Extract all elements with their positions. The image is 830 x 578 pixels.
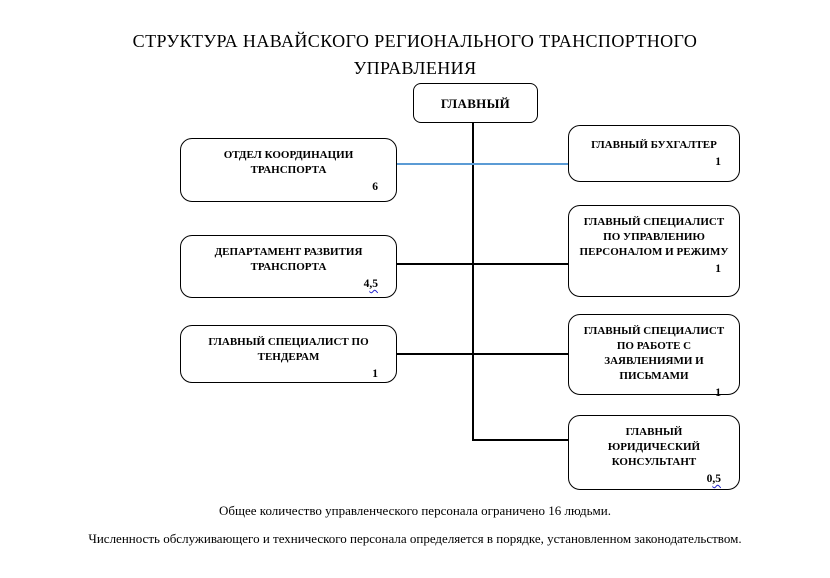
org-box-root-label: ГЛАВНЫЙ: [440, 95, 511, 111]
org-box-left-development: ДЕПАРТАМЕНТ РАЗВИТИЯ ТРАНСПОРТА 4,5: [180, 235, 397, 298]
count-value: 1: [715, 156, 721, 168]
org-box-right-legal: ГЛАВНЫЙ ЮРИДИЧЕСКИЙ КОНСУЛЬТАНТ 0,5: [568, 415, 740, 490]
count-value: 6: [372, 181, 378, 193]
count-value: 4: [363, 278, 370, 290]
org-box-right-applications: ГЛАВНЫЙ СПЕЦИАЛИСТ ПО РАБОТЕ С ЗАЯВЛЕНИЯ…: [568, 314, 740, 399]
org-box-label: ГЛАВНЫЙ ЮРИДИЧЕСКИЙ КОНСУЛЬТАНТ: [607, 426, 701, 468]
org-box-left-coordination: ОТДЕЛ КООРДИНАЦИИ ТРАНСПОРТА 6: [180, 138, 397, 202]
org-box-count: 6: [181, 180, 396, 195]
page-title: СТРУКТУРА НАВАЙСКОГО РЕГИОНАЛЬНОГО ТРАНС…: [0, 28, 830, 82]
org-box-label: ГЛАВНЫЙ СПЕЦИАЛИСТ ПО УПРАВЛЕНИЮ ПЕРСОНА…: [579, 216, 729, 258]
connector-row2: [397, 263, 568, 265]
org-box-left-tenders: ГЛАВНЫЙ СПЕЦИАЛИСТ ПО ТЕНДЕРАМ 1: [180, 325, 397, 383]
page-title-line-1: СТРУКТУРА НАВАЙСКОГО РЕГИОНАЛЬНОГО ТРАНС…: [132, 31, 698, 51]
count-value-flagged: ,5: [712, 473, 721, 485]
org-box-count: 0,5: [569, 472, 739, 487]
org-box-right-accountant: ГЛАВНЫЙ БУХГАЛТЕР 1: [568, 125, 740, 182]
org-box-count: 1: [181, 367, 396, 382]
org-box-root: ГЛАВНЫЙ: [413, 83, 538, 123]
org-box-count: 1: [569, 262, 739, 277]
connector-row1-blue: [397, 163, 568, 165]
connector-row3: [397, 353, 568, 355]
org-box-label: ГЛАВНЫЙ БУХГАЛТЕР: [591, 139, 717, 151]
page-title-line-2: УПРАВЛЕНИЯ: [353, 58, 477, 78]
footnote-total-personnel: Общее количество управленческого персона…: [219, 503, 611, 518]
connector-row4-elbow: [472, 439, 568, 441]
org-box-count: 1: [569, 155, 739, 170]
connector-trunk: [472, 123, 474, 440]
count-value: 1: [715, 263, 721, 275]
org-box-label: ГЛАВНЫЙ СПЕЦИАЛИСТ ПО ТЕНДЕРАМ: [208, 336, 369, 363]
org-box-label: ДЕПАРТАМЕНТ РАЗВИТИЯ ТРАНСПОРТА: [214, 246, 363, 273]
count-value: 1: [715, 387, 721, 399]
footnote-technical-personnel: Численность обслуживающего и техническог…: [88, 531, 742, 546]
count-value: 1: [372, 368, 378, 380]
org-box-label: ГЛАВНЫЙ СПЕЦИАЛИСТ ПО РАБОТЕ С ЗАЯВЛЕНИЯ…: [583, 325, 725, 382]
count-value: 0: [706, 473, 713, 485]
org-box-count: 4,5: [181, 277, 396, 292]
org-box-count: 1: [569, 386, 739, 401]
org-box-right-personnel: ГЛАВНЫЙ СПЕЦИАЛИСТ ПО УПРАВЛЕНИЮ ПЕРСОНА…: [568, 205, 740, 297]
count-value-flagged: ,5: [369, 278, 378, 290]
org-box-label: ОТДЕЛ КООРДИНАЦИИ ТРАНСПОРТА: [223, 149, 354, 176]
